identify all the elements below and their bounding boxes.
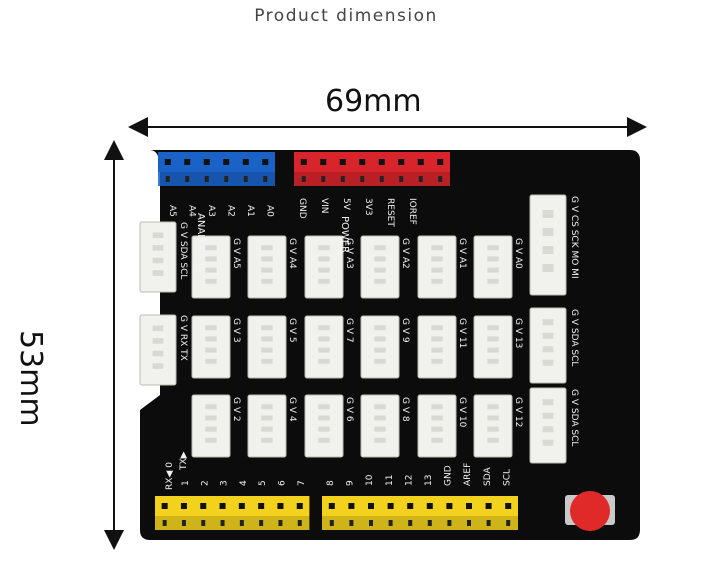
- connector-label: G V RX TX: [178, 315, 188, 361]
- grove-connector: [417, 235, 457, 299]
- grove-connector: [473, 394, 513, 458]
- connector-label: G V A3: [344, 238, 354, 269]
- digital-pin-label: AREF: [463, 463, 473, 486]
- connector-label: G V 2: [231, 397, 241, 422]
- power-pin-label: RESET: [385, 198, 395, 227]
- digital-header-right: [322, 496, 518, 530]
- grove-connectors: [139, 194, 567, 464]
- analog-pin-label: A5: [167, 205, 177, 217]
- connector-label: G V A4: [287, 238, 297, 269]
- digital-pin-label: SCL: [502, 469, 512, 486]
- power-pin-label: VIN: [319, 198, 329, 214]
- digital-pin-label: 12: [404, 475, 414, 486]
- digital-header-left: [155, 496, 310, 530]
- grove-connector: [360, 235, 400, 299]
- connector-label: G V 3: [231, 318, 241, 343]
- digital-pin-label: 5: [258, 480, 268, 486]
- digital-pin-label: 3: [220, 480, 230, 486]
- caption: Product dimension: [254, 6, 438, 26]
- grove-connector: [529, 387, 567, 464]
- connector-label: G V 5: [287, 318, 297, 343]
- analog-pin-label: A0: [265, 205, 275, 217]
- grove-connector: [247, 235, 287, 299]
- reset-button: [570, 491, 610, 531]
- grove-connector: [360, 315, 400, 379]
- digital-pin-label: 2: [200, 480, 210, 486]
- digital-pin-label: GND: [444, 465, 454, 486]
- digital-pin-label: 8: [326, 480, 336, 486]
- power-pin-label: 5V: [341, 198, 351, 211]
- connector-label: G V CS SCK MO MI: [569, 196, 579, 279]
- connector-label: G V 11: [457, 318, 467, 348]
- digital-pin-label: SDA: [483, 467, 493, 486]
- power-pin-label: 3V3: [363, 198, 373, 216]
- digital-pin-label: 10: [365, 474, 375, 486]
- digital-pin-label: 1: [181, 480, 191, 486]
- connector-label: G V 4: [287, 397, 297, 422]
- grove-connector: [247, 315, 287, 379]
- digital-pin-label: 7: [297, 480, 307, 486]
- grove-connector: [417, 394, 457, 458]
- silkscreen-labels: G V A5 G V A4 G V A3 G V A2 G V A1 G V A0 G V …: [165, 196, 579, 490]
- connector-label: G V SDA SCL: [569, 309, 579, 366]
- connector-label: G V A1: [457, 238, 467, 269]
- power-label: POWER: [339, 216, 350, 253]
- grove-connector: [529, 307, 567, 384]
- analog-pin-label: A3: [206, 205, 216, 217]
- grove-connector: [417, 315, 457, 379]
- grove-connector: [191, 394, 231, 458]
- grove-connector: [304, 394, 344, 458]
- connector-label: G V 6: [344, 397, 354, 422]
- connector-label: G V SDA SCL: [569, 389, 579, 446]
- grove-connector: [191, 235, 231, 299]
- pin-headers: [155, 152, 518, 530]
- analog-in-label: ANALOG IN: [195, 213, 206, 269]
- grove-connector: [247, 394, 287, 458]
- connector-label: G V 8: [400, 397, 410, 422]
- grove-connector: [139, 221, 177, 293]
- connector-label: G V 10: [457, 397, 467, 428]
- digital-pin-label: 11: [385, 475, 395, 486]
- rx-label: RX◀ 0: [165, 462, 175, 490]
- analog-pin-label: A4: [187, 205, 197, 217]
- digital-pin-label: 6: [278, 480, 288, 486]
- grove-connector: [191, 315, 231, 379]
- grove-connector: [473, 235, 513, 299]
- digital-pin-label: 13: [424, 475, 434, 486]
- analog-pin-label: A2: [226, 205, 236, 217]
- grove-connector: [139, 314, 177, 386]
- connector-label: G V A0: [513, 238, 523, 269]
- digital-pin-label: 9: [346, 480, 356, 486]
- connector-label: G V A2: [400, 238, 410, 269]
- analog-header: [158, 152, 275, 186]
- grove-connector: [473, 315, 513, 379]
- grove-connector: [360, 394, 400, 458]
- connector-label: G V 13: [513, 318, 523, 348]
- connector-label: G V 12: [513, 397, 523, 427]
- grove-connector: [529, 194, 567, 296]
- connector-label: G V 7: [344, 318, 354, 343]
- grove-connector: [304, 235, 344, 299]
- power-pin-label: GND: [297, 198, 307, 219]
- connector-label: G V 9: [400, 318, 410, 343]
- grove-connector: [304, 315, 344, 379]
- width-label: 69mm: [325, 84, 422, 119]
- digital-pin-label: 4: [239, 480, 249, 486]
- connector-label: G V SDA SCL: [178, 222, 188, 279]
- power-pin-label: IOREF: [407, 198, 417, 225]
- analog-pin-label: A1: [245, 205, 255, 217]
- tx-label: TX▶: [179, 451, 189, 471]
- connector-label: G V A5: [231, 238, 241, 269]
- power-header: [294, 152, 450, 186]
